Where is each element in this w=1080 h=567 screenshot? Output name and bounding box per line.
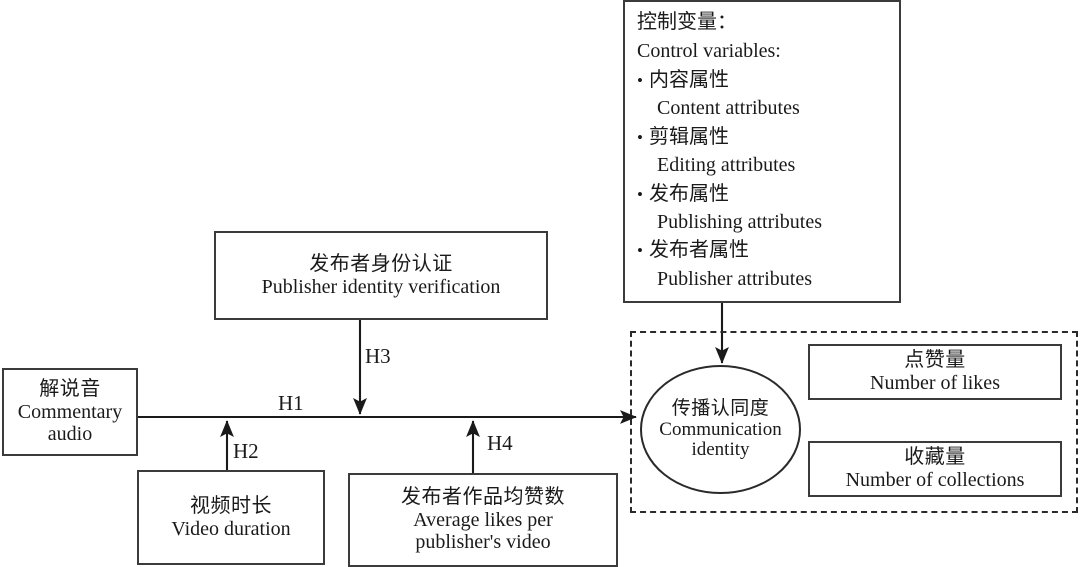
communication-identity-label-en-line2: identity — [691, 439, 750, 461]
control-variables-heading-cn: 控制变量： — [637, 11, 737, 33]
control-variable-en: Publishing attributes — [657, 210, 822, 233]
control-variable-en: Publisher attributes — [657, 267, 812, 290]
control-variables-box: 控制变量： Control variables: • 内容属性 Content … — [623, 0, 901, 303]
bullet-icon: • — [637, 241, 643, 261]
communication-identity-label: 传播认同度 Communication identity — [641, 366, 800, 494]
publisher-identity-box: 发布者身份认证 Publisher identity verification — [214, 231, 548, 320]
control-variables-list: • 内容属性 Content attributes • 剪辑属性 Editing… — [637, 66, 889, 293]
control-variable-cn: 剪辑属性 — [648, 125, 729, 148]
average-likes-box: 发布者作品均赞数 Average likes per publisher's v… — [348, 473, 618, 567]
list-item: • 剪辑属性 Editing attributes — [637, 123, 889, 180]
communication-identity-label-en-line1: Communication — [659, 418, 782, 440]
number-of-collections-box: 收藏量 Number of collections — [808, 441, 1062, 497]
control-variable-cn: 发布属性 — [648, 182, 729, 205]
commentary-audio-label-cn: 解说音 — [39, 377, 101, 400]
list-item: • 发布者属性 Publisher attributes — [637, 236, 889, 293]
control-variables-heading-en: Control variables: — [637, 40, 781, 62]
video-duration-label-cn: 视频时长 — [190, 494, 272, 517]
average-likes-label-en-line1: Average likes per — [413, 508, 553, 531]
communication-identity-label-cn: 传播认同度 — [671, 397, 770, 419]
average-likes-label-cn: 发布者作品均赞数 — [401, 485, 565, 508]
hypothesis-label-h4: H4 — [487, 431, 513, 455]
hypothesis-label-h2: H2 — [233, 439, 259, 463]
hypothesis-label-h3: H3 — [365, 344, 391, 368]
commentary-audio-label-en-line1: Commentary — [17, 400, 123, 423]
hypothesis-label-h1: H1 — [278, 391, 304, 415]
commentary-audio-box: 解说音 Commentary audio — [2, 368, 138, 456]
list-item: • 内容属性 Content attributes — [637, 66, 889, 123]
video-duration-box: 视频时长 Video duration — [137, 470, 325, 565]
control-variable-en: Editing attributes — [657, 154, 796, 177]
bullet-icon: • — [637, 127, 643, 147]
control-variable-cn: 发布者属性 — [648, 239, 749, 262]
list-item: • 发布属性 Publishing attributes — [637, 180, 889, 237]
bullet-icon: • — [637, 184, 643, 204]
number-of-collections-label-en: Number of collections — [845, 469, 1025, 491]
average-likes-label-en-line2: publisher's video — [415, 531, 551, 554]
number-of-likes-box: 点赞量 Number of likes — [808, 344, 1062, 400]
bullet-icon: • — [637, 71, 643, 90]
control-variable-en: Content attributes — [657, 97, 800, 120]
outcome-group-container — [630, 331, 1078, 513]
video-duration-label-en: Video duration — [171, 517, 291, 540]
number-of-likes-label-en: Number of likes — [870, 372, 1000, 394]
number-of-collections-label-cn: 收藏量 — [904, 446, 966, 469]
publisher-identity-label-en: Publisher identity verification — [261, 275, 501, 298]
number-of-likes-label-cn: 点赞量 — [904, 349, 966, 372]
publisher-identity-label-cn: 发布者身份认证 — [309, 252, 453, 275]
commentary-audio-label-en-line2: audio — [47, 423, 93, 446]
control-variable-cn: 内容属性 — [648, 69, 729, 91]
